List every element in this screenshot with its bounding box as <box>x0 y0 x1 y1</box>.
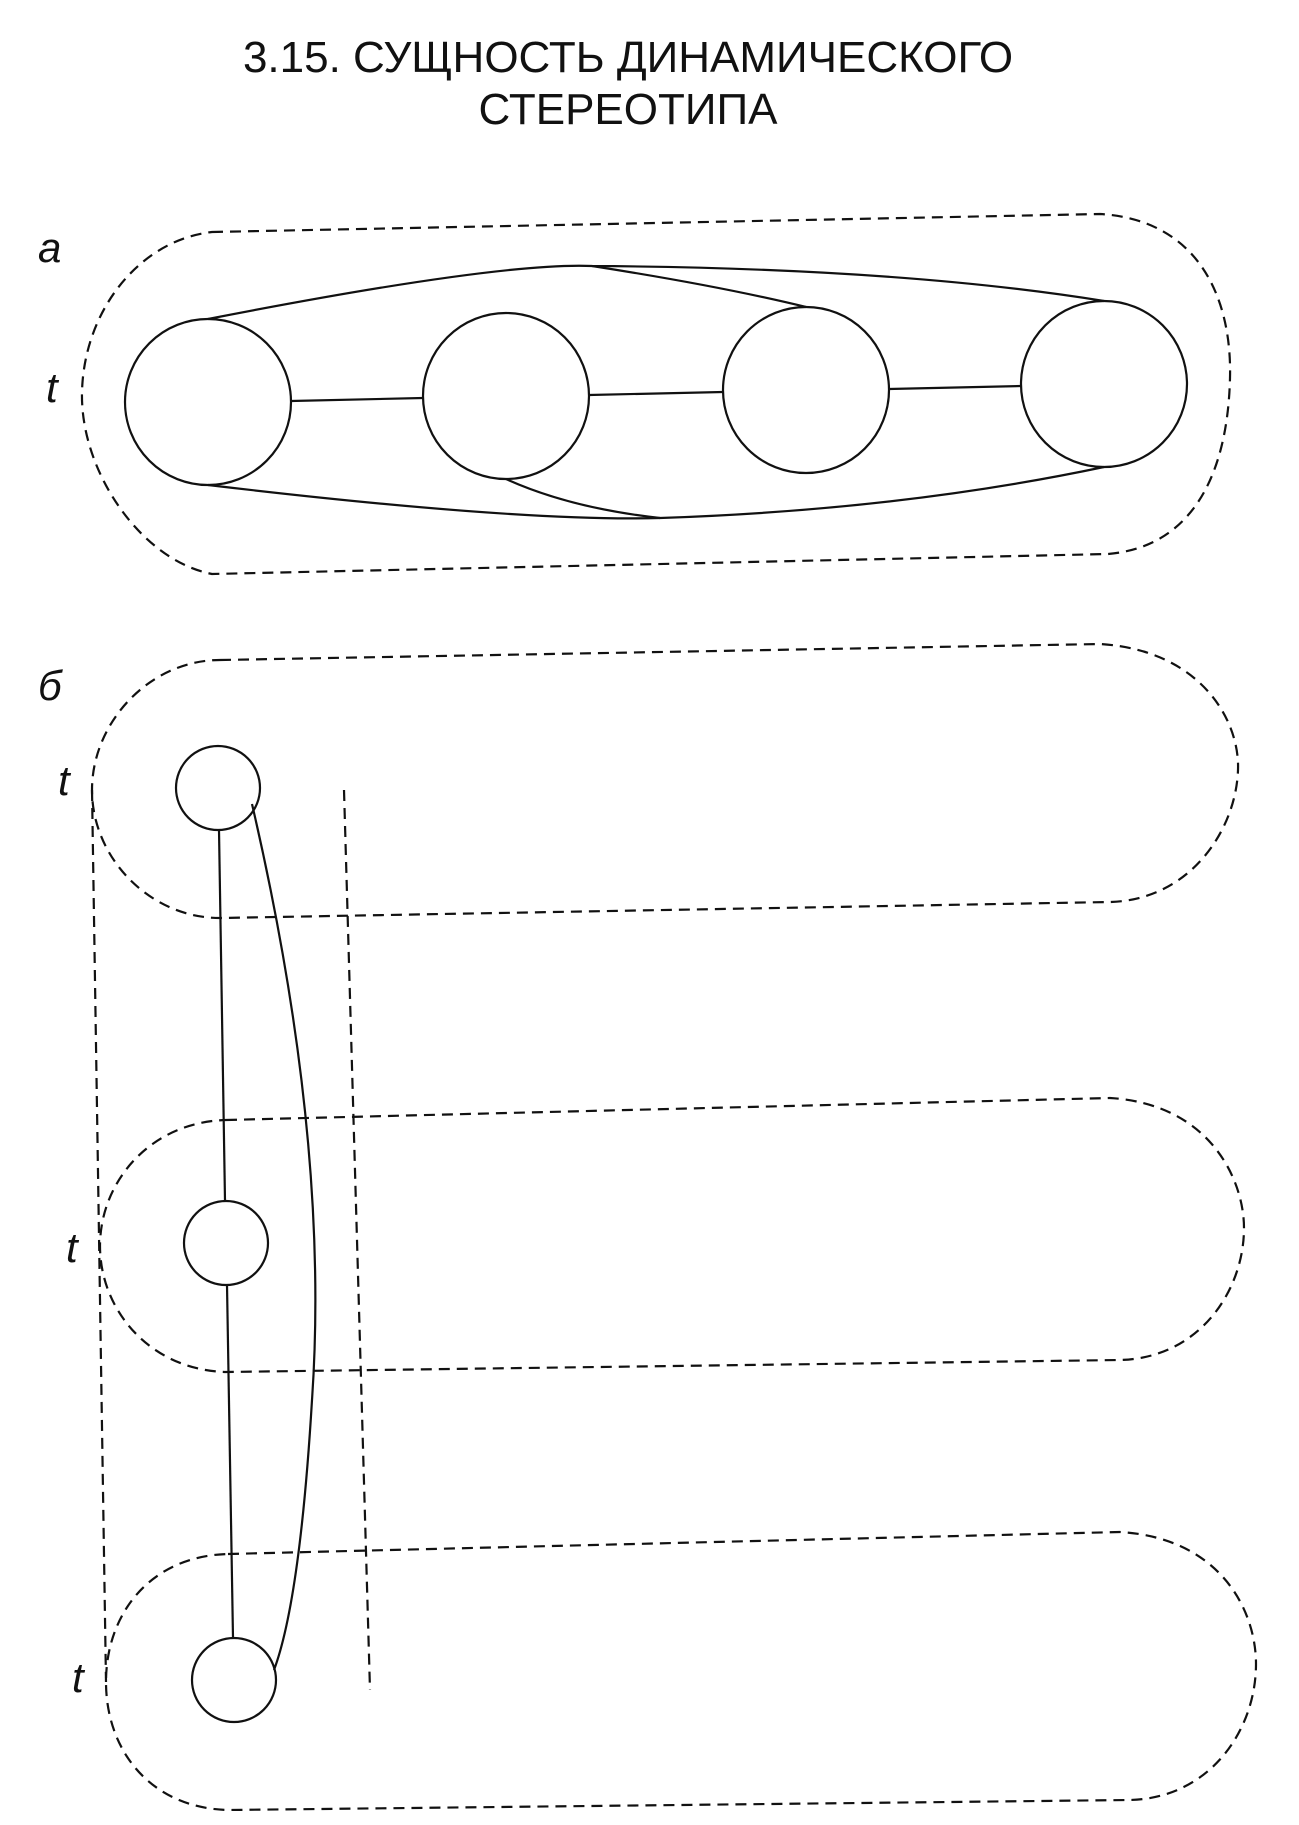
panel-b-capsule-2 <box>98 1096 1246 1374</box>
panel-b-link-1-2 <box>217 829 227 1202</box>
panel-a-upper-arc-outer <box>207 264 1105 321</box>
panel-b-node-3 <box>190 1636 278 1724</box>
panel-b-time-label-3: t <box>72 1654 86 1701</box>
panel-b-column-frame <box>90 789 372 1691</box>
panel-a-node-2 <box>421 311 591 481</box>
panel-b-bypass-arc <box>250 803 317 1671</box>
panel-a-time-label: t <box>46 364 60 411</box>
panel-a-link-2-3 <box>588 390 724 397</box>
panel-a-link-3-4 <box>888 384 1022 391</box>
panel-b-capsule-3 <box>104 1530 1258 1812</box>
panel-b-label: б <box>38 662 63 709</box>
panel-b-time-label-1: t <box>58 757 72 804</box>
panel-a-dashed-envelope <box>80 212 1232 576</box>
panel-a-node-3 <box>721 305 891 475</box>
panel-a-lower-arc-inner <box>505 477 661 520</box>
panel-b-capsule-1 <box>90 642 1240 920</box>
panel-a-lower-arc-outer <box>207 465 1105 520</box>
page-title-line-1: 3.15. СУЩНОСТЬ ДИНАМИЧЕСКОГО <box>243 33 1013 82</box>
panel-b-node-1 <box>174 744 262 832</box>
page-title-line-2: СТЕРЕОТИПА <box>479 85 779 134</box>
panel-a-link-1-2 <box>290 396 424 403</box>
panel-b-node-2 <box>182 1199 270 1287</box>
panel-b-time-label-2: t <box>66 1224 80 1271</box>
panel-a-upper-arc-inner <box>591 264 807 309</box>
panel-a-node-4 <box>1019 299 1189 469</box>
panel-a-label: а <box>38 224 61 271</box>
panel-a-node-1 <box>123 317 293 487</box>
panel-b-link-2-3 <box>225 1284 235 1639</box>
